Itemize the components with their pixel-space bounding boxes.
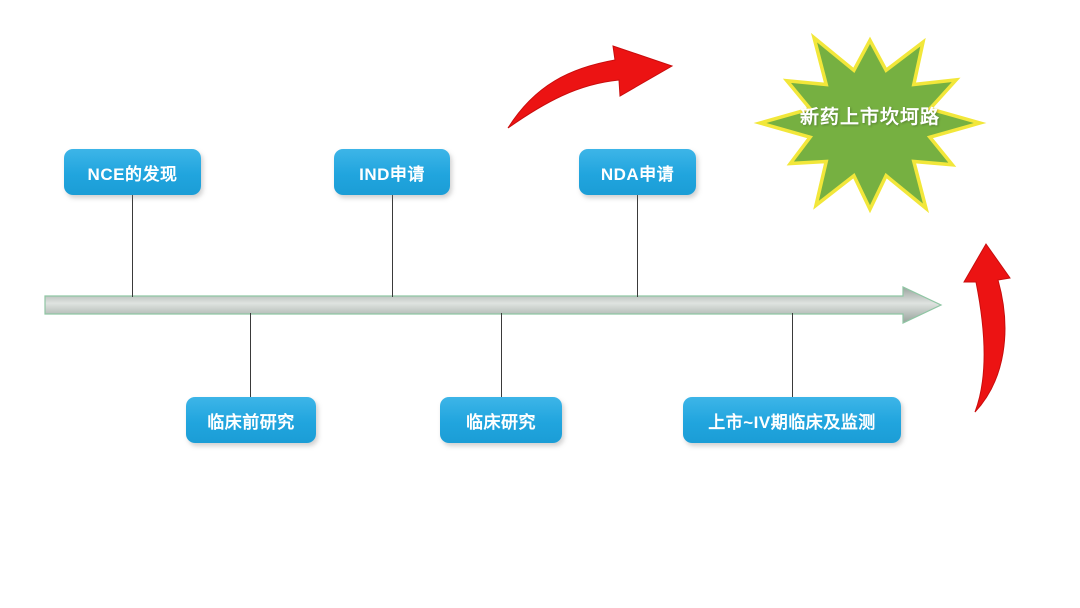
stage-label: 临床研究: [466, 412, 536, 432]
stage-box-nda-application: NDA申请: [579, 149, 696, 195]
timeline-arrow: [44, 286, 943, 324]
stage-box-nce-discovery: NCE的发现: [64, 149, 201, 195]
red-curved-arrow-up-icon: [963, 243, 1011, 413]
stage-label: 上市~IV期临床及监测: [708, 412, 876, 432]
connector-line: [132, 195, 133, 297]
connector-line: [792, 313, 793, 397]
stage-box-preclinical-research: 临床前研究: [186, 397, 316, 443]
stage-box-ind-application: IND申请: [334, 149, 450, 195]
stage-label: NDA申请: [600, 164, 675, 184]
starburst-shape: [753, 32, 987, 214]
connector-line: [250, 313, 251, 397]
red-curved-arrow-to-burst-icon: [507, 45, 674, 129]
stage-box-clinical-research: 临床研究: [440, 397, 562, 443]
connector-line: [392, 195, 393, 297]
connector-line: [501, 313, 502, 397]
burst-title: 新药上市坎坷路: [799, 107, 940, 128]
stage-label: 临床前研究: [207, 412, 295, 432]
connector-line: [637, 195, 638, 297]
stage-label: NCE的发现: [87, 164, 178, 184]
stage-box-market-phase4-monitoring: 上市~IV期临床及监测: [683, 397, 901, 443]
stage-label: IND申请: [359, 164, 425, 184]
